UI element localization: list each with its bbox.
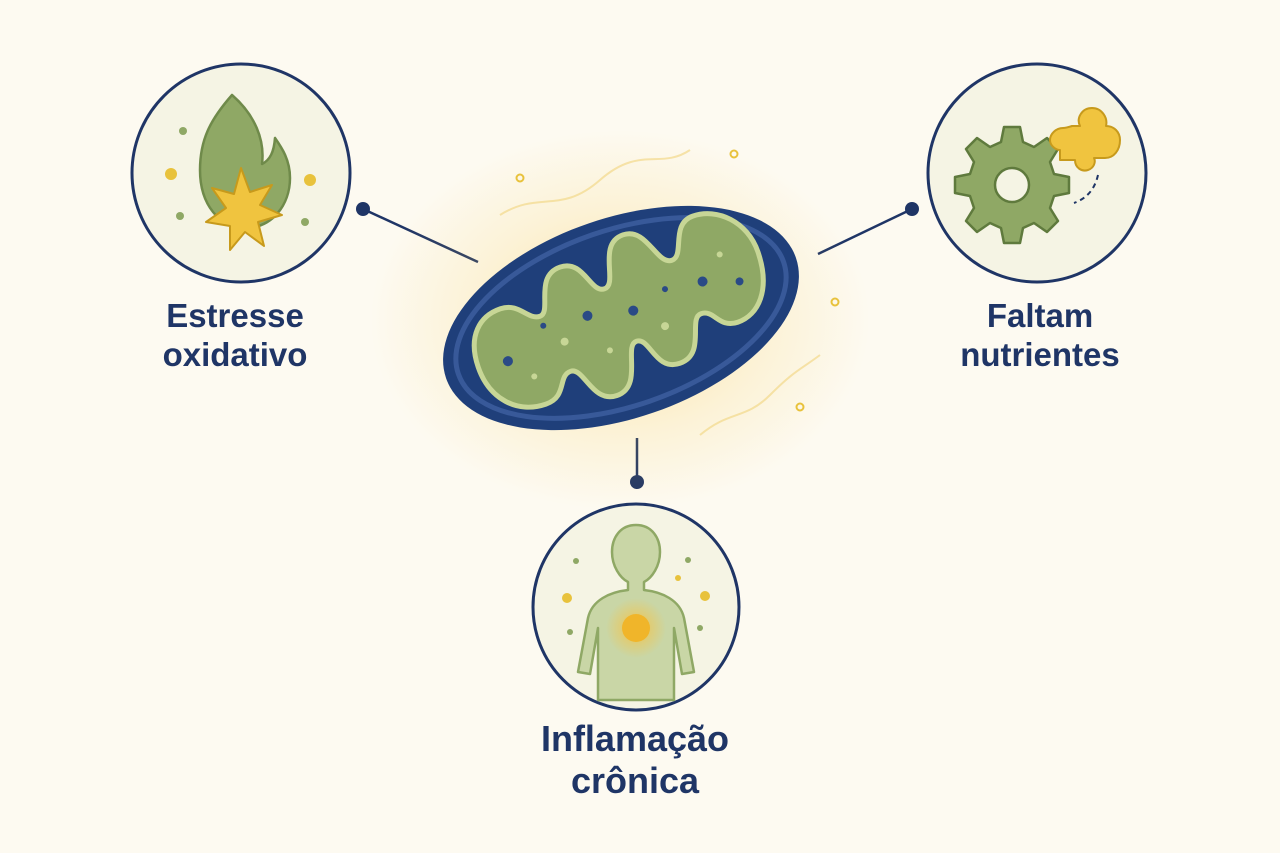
swirl-decoration [699, 354, 821, 436]
factor-inflammation [531, 502, 741, 712]
sparkle-dot [795, 402, 805, 412]
mitochondrion-membrane-rim [453, 215, 789, 421]
sparkle-dot [830, 297, 840, 307]
sparkle-dot [515, 173, 525, 183]
matrix-dot [661, 286, 668, 293]
particle-dot [304, 174, 316, 186]
particle-dot [562, 593, 572, 603]
label-line: Inflamação [540, 718, 730, 759]
label-line: Estresse [166, 297, 304, 334]
particle-dot [675, 575, 681, 581]
label-line: Faltam [986, 297, 1094, 334]
swirl-decoration [499, 149, 691, 216]
particle-dot [700, 591, 710, 601]
inflammation-core-icon [622, 614, 650, 642]
matrix-dot [531, 373, 538, 380]
matrix-dot [582, 310, 593, 321]
mitochondrion-cristae [471, 211, 766, 410]
matrix-dot [540, 322, 547, 329]
particle-dot [685, 557, 691, 563]
matrix-dot [697, 276, 708, 287]
connector-dot-nutrients [905, 202, 919, 216]
factor-nutrients [926, 62, 1148, 284]
label-missing-nutrients: Faltam nutrientes [915, 297, 1165, 375]
connector-dot-oxidative [356, 202, 370, 216]
particle-dot [165, 168, 177, 180]
particle-dot [567, 629, 573, 635]
dashed-arc [1073, 174, 1099, 204]
particle-dot [301, 218, 309, 226]
matrix-dot [716, 251, 723, 258]
particle-dot [697, 625, 703, 631]
matrix-dot [502, 356, 513, 367]
sparkle-dot [729, 149, 739, 159]
particle-dot [179, 127, 187, 135]
label-oxidative-stress: Estresse oxidativo [110, 297, 360, 375]
gear-icon [953, 125, 1071, 245]
particle-dot [176, 212, 184, 220]
label-line: crônica [570, 760, 700, 802]
label-line: oxidativo [162, 335, 308, 373]
particle-dot [573, 558, 579, 564]
matrix-dot [735, 277, 744, 286]
factor-oxidative [130, 62, 352, 284]
label-line: nutrientes [960, 335, 1120, 373]
spark-star-icon [205, 167, 283, 251]
matrix-dot [560, 337, 569, 346]
matrix-dot [661, 322, 670, 331]
matrix-dot [606, 347, 613, 354]
matrix-dot [628, 305, 639, 316]
mitochondrion [370, 130, 870, 510]
label-chronic-inflammation: Inflamação crônica [505, 718, 765, 803]
puzzle-piece-icon [1049, 107, 1121, 172]
